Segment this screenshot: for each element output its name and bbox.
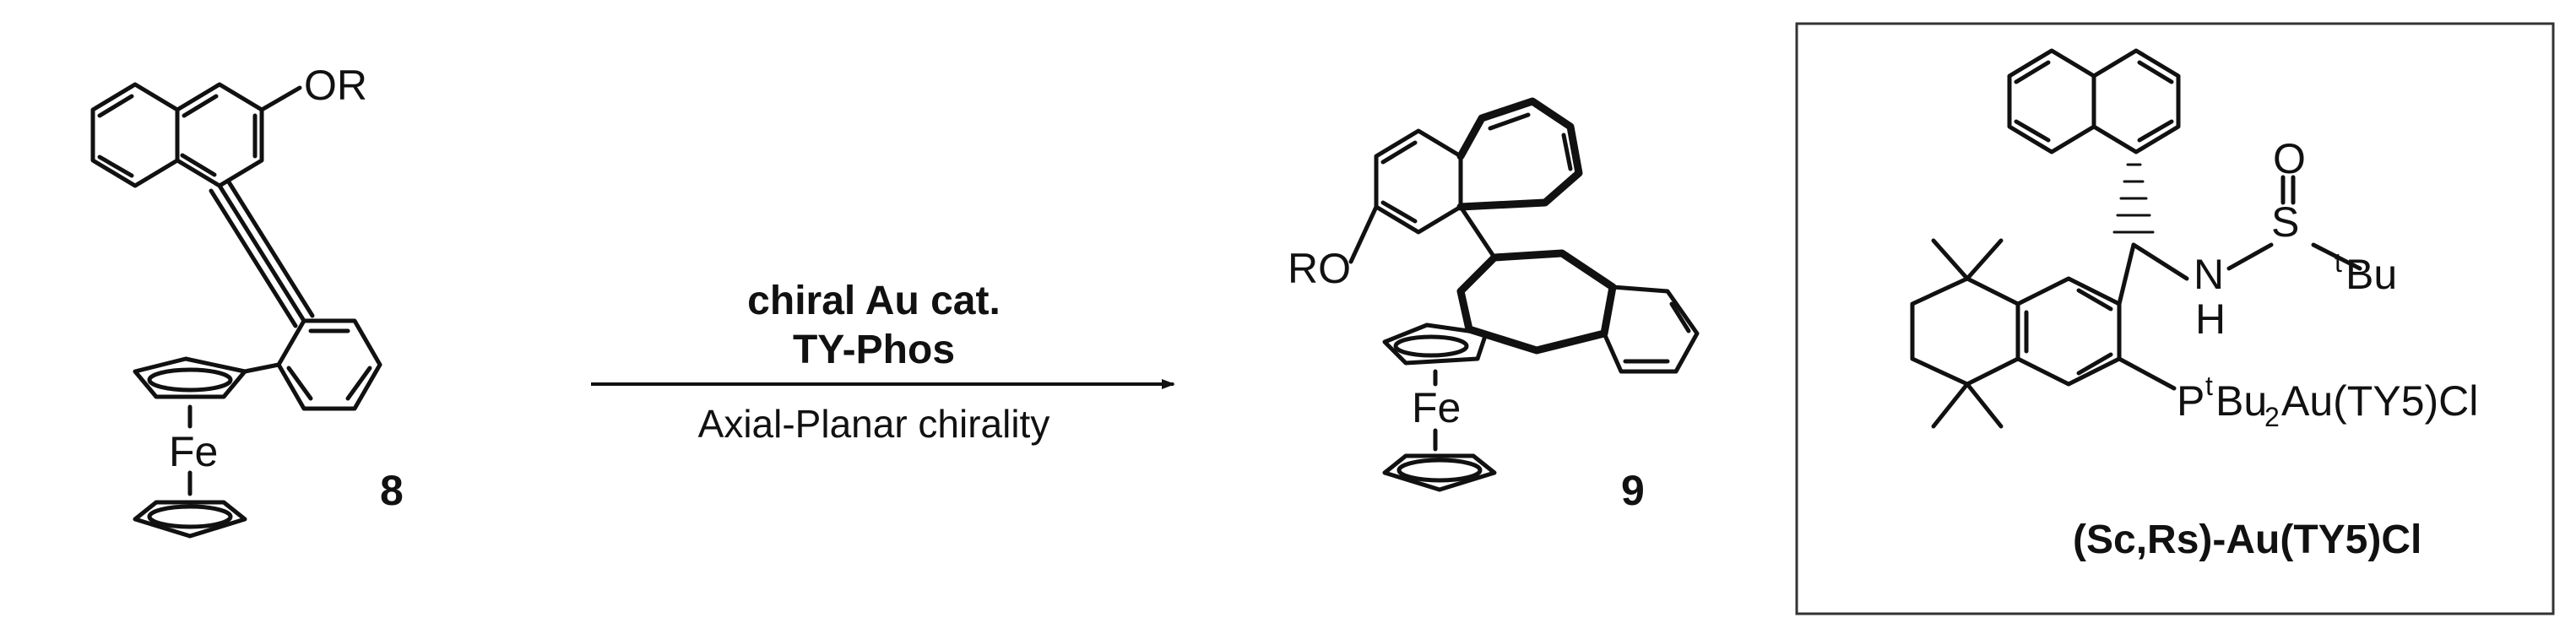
naphthalene-right-ring: [175, 82, 264, 188]
naphthalene-left-ring: [90, 82, 180, 188]
catalyst-structure: [1910, 48, 2362, 429]
catalyst-title: (Sc,Rs)-Au(TY5)Cl: [2073, 517, 2421, 562]
substituent-RO: RO: [1288, 245, 1351, 292]
hydrogen-atom: H: [2195, 295, 2226, 343]
ligand-label: TY-Phos: [793, 328, 955, 372]
ferrocene-lower-cp-9: [1382, 453, 1497, 492]
tbu-label: Bu: [2346, 251, 2397, 298]
catalyst-label: chiral Au cat.: [747, 279, 1001, 323]
phosphorus-atom: P: [2177, 377, 2205, 425]
compound-label-9: 9: [1621, 467, 1645, 514]
compound-9: [1348, 97, 1700, 492]
hashed-stereo-bond: [2112, 163, 2155, 234]
phosphine-bu: Bu: [2215, 377, 2267, 425]
iron-label-8: Fe: [169, 428, 218, 475]
phenylene-ring: [276, 318, 382, 411]
phosphine-tbu-superscript: t: [2205, 371, 2213, 401]
chirality-label: Axial-Planar chirality: [698, 402, 1050, 446]
naphthalene-right-ring-9: [1456, 97, 1583, 211]
nitrogen-atom: N: [2194, 251, 2224, 298]
naphthalene-left-ring-9: [1374, 128, 1463, 235]
benzo-ring-9: [1602, 284, 1700, 374]
compound-8: [90, 82, 382, 539]
ferrocene-upper-cp-9: [1382, 322, 1489, 366]
ferrocene-lower-cp: [133, 500, 247, 539]
compound-label-8: 8: [380, 467, 404, 514]
iron-label-9: Fe: [1412, 384, 1461, 431]
oxygen-atom: O: [2273, 135, 2306, 182]
phosphine-subscript: 2: [2264, 402, 2280, 432]
substituent-OR: OR: [304, 62, 367, 109]
helicene-ring-9: [1456, 249, 1617, 355]
ferrocene-upper-cp: [133, 356, 247, 399]
gold-complex-label: Au(TY5)Cl: [2281, 377, 2478, 425]
tbu-superscript: t: [2335, 247, 2342, 278]
catalyst-box: [1795, 22, 2555, 615]
sulfur-atom: S: [2271, 198, 2299, 246]
